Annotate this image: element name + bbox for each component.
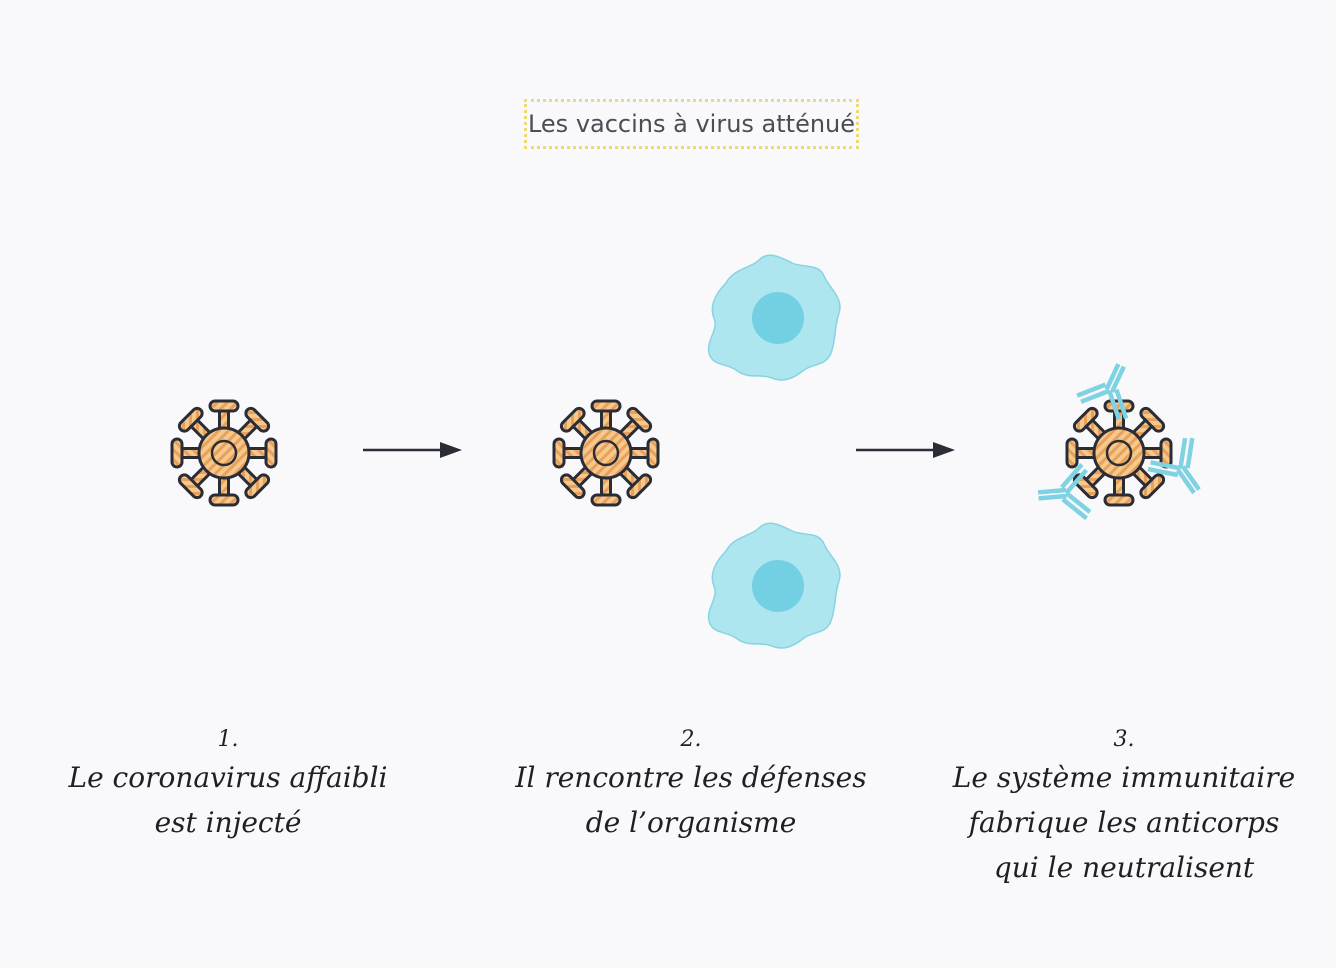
immune-cell-icon (707, 254, 841, 381)
step-text-line: est injecté (154, 806, 302, 839)
step-2-caption: 2. Il rencontre les défenses de l’organi… (471, 725, 911, 845)
step-text-line: Il rencontre les défenses (515, 761, 867, 794)
step-text-line: de l’organisme (585, 806, 797, 839)
step-number: 3. (1113, 727, 1135, 752)
diagram-title: Les vaccins à virus atténué (524, 99, 859, 149)
virus-icon (172, 401, 276, 505)
step-1-caption: 1. Le coronavirus affaibli est injecté (8, 725, 448, 845)
step-text-line: Le coronavirus affaibli (68, 761, 388, 794)
step-text-line: qui le neutralisent (993, 851, 1255, 884)
antibody-icon (1146, 435, 1219, 507)
step-text-line: fabrique les anticorps (968, 806, 1280, 839)
virus-icon (554, 401, 658, 505)
step-text-line: Le système immunitaire (952, 761, 1296, 794)
step-3-caption: 3. Le système immunitaire fabrique les a… (904, 725, 1336, 890)
immune-cell-icon (707, 522, 841, 649)
step-number: 1. (217, 727, 239, 752)
arrow-right-icon (856, 442, 955, 458)
antibody-icon (1036, 464, 1091, 522)
step-number: 2. (680, 727, 702, 752)
arrow-right-icon (363, 442, 462, 458)
